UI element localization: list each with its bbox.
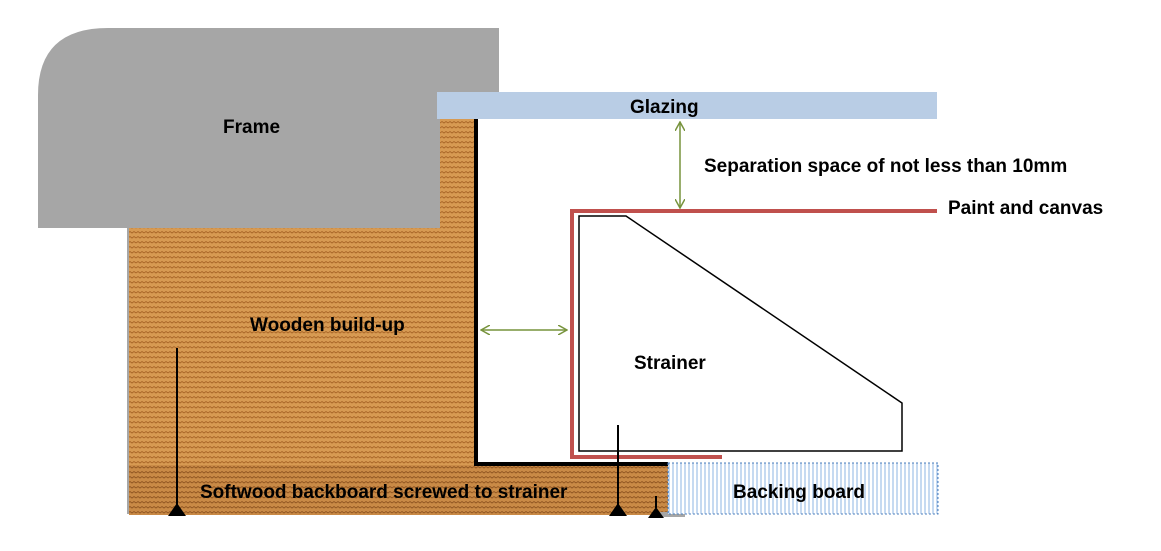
- softwood-backboard: [129, 465, 669, 515]
- rebate-line: [474, 119, 668, 466]
- screw-left: [168, 348, 186, 516]
- strainer-shape: [578, 215, 903, 452]
- glazing-panel: [437, 92, 937, 119]
- backing-board-label: Backing board: [733, 482, 865, 503]
- separation-label: Separation space of not less than 10mm: [704, 156, 1067, 177]
- wooden-buildup-label: Wooden build-up: [250, 315, 405, 336]
- frame-shape: [38, 28, 499, 228]
- frame-label: Frame: [223, 117, 280, 138]
- strainer-label: Strainer: [634, 353, 706, 374]
- backing-board: [667, 462, 939, 515]
- glazing-label: Glazing: [630, 97, 699, 118]
- paint-canvas-label: Paint and canvas: [948, 198, 1103, 219]
- screw-right: [648, 496, 664, 518]
- paint-canvas-line: [570, 209, 937, 459]
- screw-middle: [609, 425, 627, 516]
- softwood-backboard-label: Softwood backboard screwed to strainer: [200, 482, 568, 503]
